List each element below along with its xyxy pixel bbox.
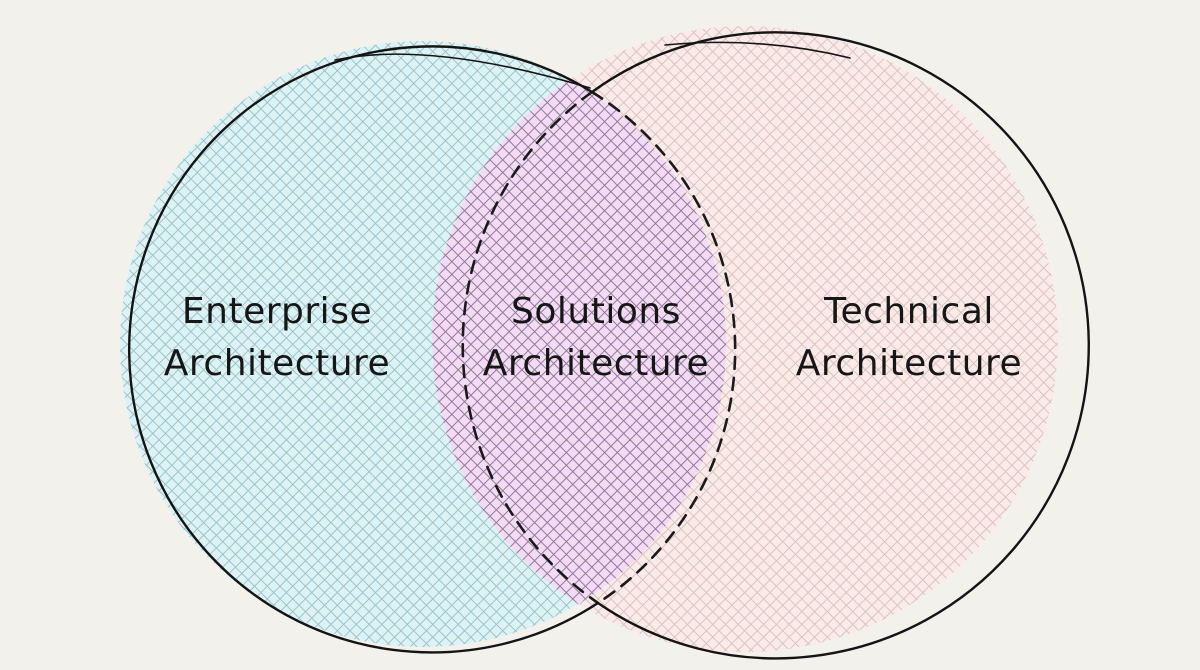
- sketch-overlap-stroke: [664, 41, 851, 59]
- enterprise-label-line2: Architecture: [163, 343, 391, 384]
- enterprise-label-line1: Enterprise: [181, 291, 373, 332]
- technical-outline: [590, 31, 1090, 660]
- technical-label-line1: Technical: [824, 291, 994, 332]
- solutions-intersection: [432, 41, 726, 647]
- solutions-label-line1: Solutions: [511, 291, 681, 332]
- enterprise-outline: [127, 45, 600, 654]
- sketch-overlap-stroke: [334, 53, 591, 89]
- enterprise-label: Enterprise Architecture: [164, 286, 390, 390]
- technical-label: Technical Architecture: [796, 286, 1022, 390]
- technical-label-line2: Architecture: [795, 343, 1023, 384]
- solutions-label-line2: Architecture: [482, 343, 710, 384]
- solutions-label: Solutions Architecture: [483, 286, 709, 390]
- intersection-dashed-outline: [461, 90, 737, 605]
